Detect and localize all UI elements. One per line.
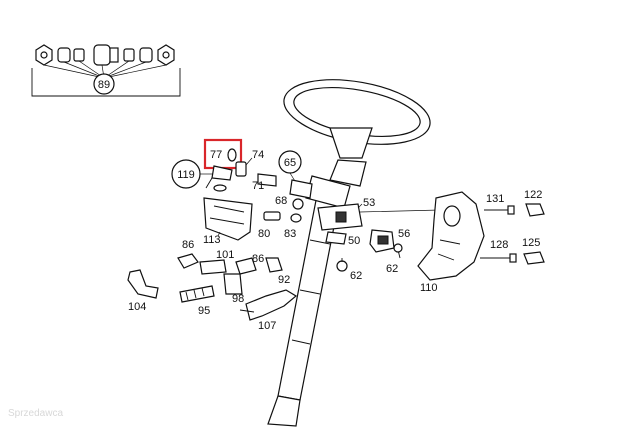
callout-circle-89: [93, 73, 115, 95]
part-50: 50: [325, 231, 360, 247]
watermark: Sprzedawca: [8, 408, 63, 419]
label-86-left: 86: [182, 239, 194, 251]
part-80: 80: [258, 211, 281, 240]
part-131: 131: [484, 193, 515, 215]
label-125: 125: [522, 237, 540, 249]
part-62-left: 62: [336, 258, 362, 282]
label-83: 83: [284, 228, 296, 240]
label-128: 128: [490, 239, 508, 251]
part-92: 92: [265, 257, 290, 286]
label-62-right: 62: [386, 263, 398, 275]
part-107: 107: [239, 289, 298, 332]
part-125: 125: [522, 237, 545, 265]
label-77: 77: [210, 149, 222, 161]
label-71: 71: [252, 180, 264, 192]
label-131: 131: [486, 193, 504, 205]
part-113: 113: [203, 197, 253, 246]
label-80: 80: [258, 228, 270, 240]
label-98: 98: [232, 293, 244, 305]
label-110: 110: [420, 282, 438, 294]
part-74: 74: [235, 149, 264, 177]
part-56: 56: [369, 228, 410, 253]
label-113: 113: [203, 234, 221, 246]
label-56: 56: [398, 228, 410, 240]
steering-wheel: [283, 79, 431, 187]
label-92: 92: [278, 274, 290, 286]
label-122: 122: [524, 189, 542, 201]
part-104: 104: [127, 269, 159, 313]
part-77-highlighted[interactable]: 77: [203, 138, 243, 170]
label-89: 89: [98, 79, 110, 91]
label-68: 68: [275, 195, 287, 207]
part-95: 95: [179, 285, 215, 317]
label-101: 101: [216, 249, 234, 261]
label-65: 65: [284, 157, 296, 169]
part-128: 128: [480, 239, 517, 263]
label-95: 95: [198, 305, 210, 317]
part-68: 68: [275, 179, 313, 210]
label-62-left: 62: [350, 270, 362, 282]
part-122: 122: [524, 189, 545, 217]
part-53: 53: [317, 197, 441, 231]
part-86-right: 86: [235, 253, 264, 275]
part-62-right: 62: [386, 243, 403, 275]
nut-row: [35, 44, 175, 66]
part-110-cover: 110: [417, 191, 485, 294]
part-101: 101: [199, 249, 234, 275]
part-98: 98: [223, 273, 244, 305]
part-119: 119: [171, 159, 233, 192]
label-104: 104: [128, 301, 146, 313]
label-74: 74: [252, 149, 264, 161]
label-50: 50: [348, 235, 360, 247]
part-86-left: 86: [177, 239, 199, 269]
label-119: 119: [177, 169, 195, 181]
part-83: 83: [284, 213, 302, 240]
part-group-89: 89: [31, 44, 181, 97]
part-71: 71: [252, 173, 277, 192]
label-107: 107: [258, 320, 276, 332]
label-53: 53: [363, 197, 375, 209]
label-86-right: 86: [252, 253, 264, 265]
